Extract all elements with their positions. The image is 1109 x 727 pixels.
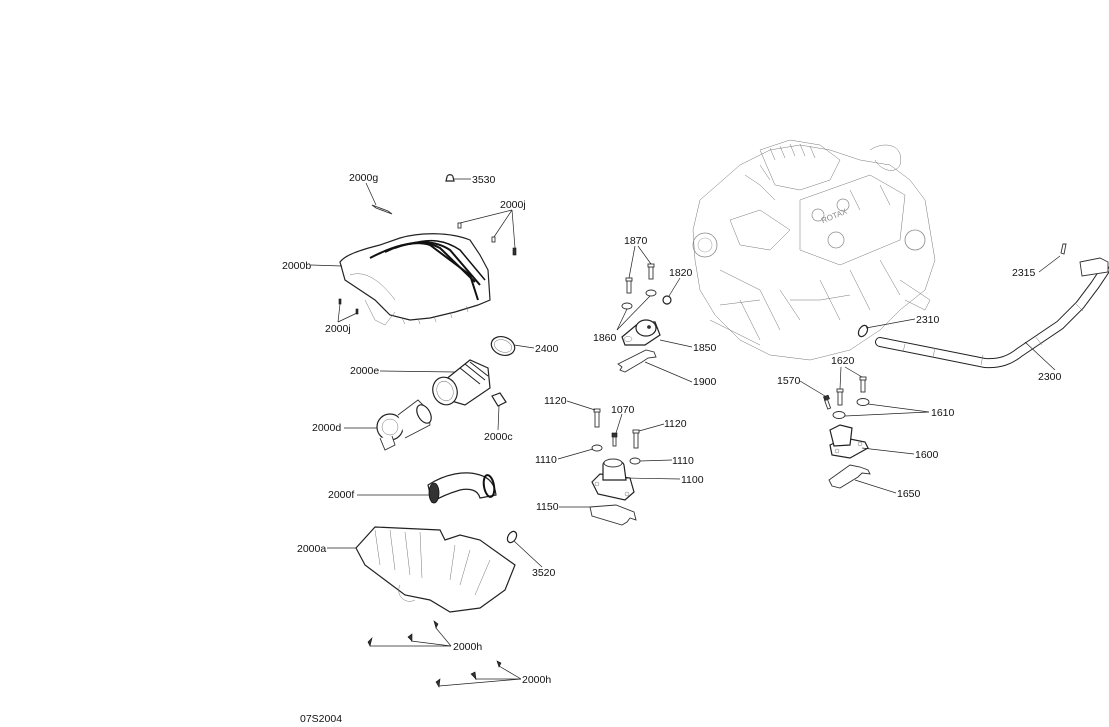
svg-text:1110: 1110: [535, 454, 557, 466]
svg-text:1850: 1850: [693, 342, 717, 354]
svg-text:2000e: 2000e: [350, 365, 379, 377]
callout-1070: 1070: [611, 404, 635, 447]
callout-2000a: 2000a: [297, 526, 516, 613]
svg-text:1610: 1610: [931, 407, 955, 419]
svg-text:1070: 1070: [611, 404, 635, 416]
callout-1110-right: 1110: [629, 455, 694, 467]
svg-text:1120: 1120: [664, 418, 687, 430]
callout-2310: 2310: [857, 314, 940, 338]
svg-text:1110: 1110: [672, 455, 694, 467]
svg-text:1900: 1900: [693, 376, 717, 388]
callout-2000d: 2000d: [312, 399, 432, 451]
svg-text:2000a: 2000a: [297, 543, 326, 555]
svg-text:2300: 2300: [1038, 371, 1062, 383]
callout-2000b: 2000b: [282, 233, 491, 326]
svg-text:1120: 1120: [544, 395, 567, 407]
callout-1100: 1100: [591, 458, 704, 501]
callout-2315: 2315: [1012, 243, 1067, 279]
svg-text:1650: 1650: [897, 488, 921, 500]
callout-2000j-top: 2000j: [457, 199, 526, 256]
callout-1860: 1860: [593, 289, 657, 344]
svg-text:2400: 2400: [535, 343, 559, 355]
callout-1900: 1900: [617, 349, 717, 388]
drawing-code: 07S2004: [300, 713, 343, 725]
callout-1610: 1610: [832, 398, 955, 419]
svg-text:1100: 1100: [681, 474, 704, 486]
callout-2000g: 2000g: [349, 172, 393, 215]
callout-2400: 2400: [490, 335, 559, 357]
callout-1850: 1850: [621, 319, 717, 354]
svg-text:1600: 1600: [915, 449, 939, 461]
svg-text:2315: 2315: [1012, 267, 1036, 279]
callout-1150: 1150: [536, 501, 637, 526]
svg-text:2000b: 2000b: [282, 260, 311, 272]
callout-3530: 3530: [445, 174, 496, 186]
callout-1820: 1820: [662, 267, 693, 305]
callout-1870: 1870: [624, 235, 655, 294]
svg-text:ROTAX: ROTAX: [820, 207, 849, 226]
svg-text:1620: 1620: [831, 355, 855, 367]
svg-text:1570: 1570: [777, 375, 801, 387]
svg-text:2000j: 2000j: [325, 323, 351, 335]
svg-text:2000d: 2000d: [312, 422, 341, 434]
svg-text:1820: 1820: [669, 267, 693, 279]
svg-text:2000f: 2000f: [328, 489, 354, 501]
svg-text:2000c: 2000c: [484, 431, 513, 443]
callout-1620: 1620: [831, 355, 867, 406]
callout-1600: 1600: [829, 424, 939, 461]
svg-text:2000g: 2000g: [349, 172, 378, 184]
svg-text:3530: 3530: [472, 174, 496, 186]
svg-text:2000h: 2000h: [453, 641, 482, 653]
callout-1110-left: 1110: [535, 444, 603, 466]
callout-2000f: 2000f: [328, 472, 497, 504]
callout-2000c: 2000c: [484, 392, 513, 443]
callout-2000e: 2000e: [350, 359, 491, 406]
callout-2000h-2: 2000h: [435, 660, 551, 688]
svg-text:1150: 1150: [536, 501, 559, 513]
callout-1120-right: 1120: [632, 418, 687, 449]
engine-block-illustration: ROTAX: [692, 139, 936, 361]
callout-2300: 2300: [875, 257, 1109, 383]
svg-text:2000h: 2000h: [522, 674, 551, 686]
callout-1570: 1570: [777, 375, 832, 410]
callout-3520: 3520: [506, 530, 556, 579]
callout-2000h-1: 2000h: [367, 620, 482, 653]
svg-text:1870: 1870: [624, 235, 648, 247]
svg-text:2000j: 2000j: [500, 199, 526, 211]
callout-1120-left: 1120: [544, 395, 601, 428]
svg-text:3520: 3520: [532, 567, 556, 579]
svg-text:2310: 2310: [916, 314, 940, 326]
svg-text:1860: 1860: [593, 332, 617, 344]
callout-2000j-bottom: 2000j: [325, 298, 359, 335]
callout-1650: 1650: [828, 464, 921, 500]
